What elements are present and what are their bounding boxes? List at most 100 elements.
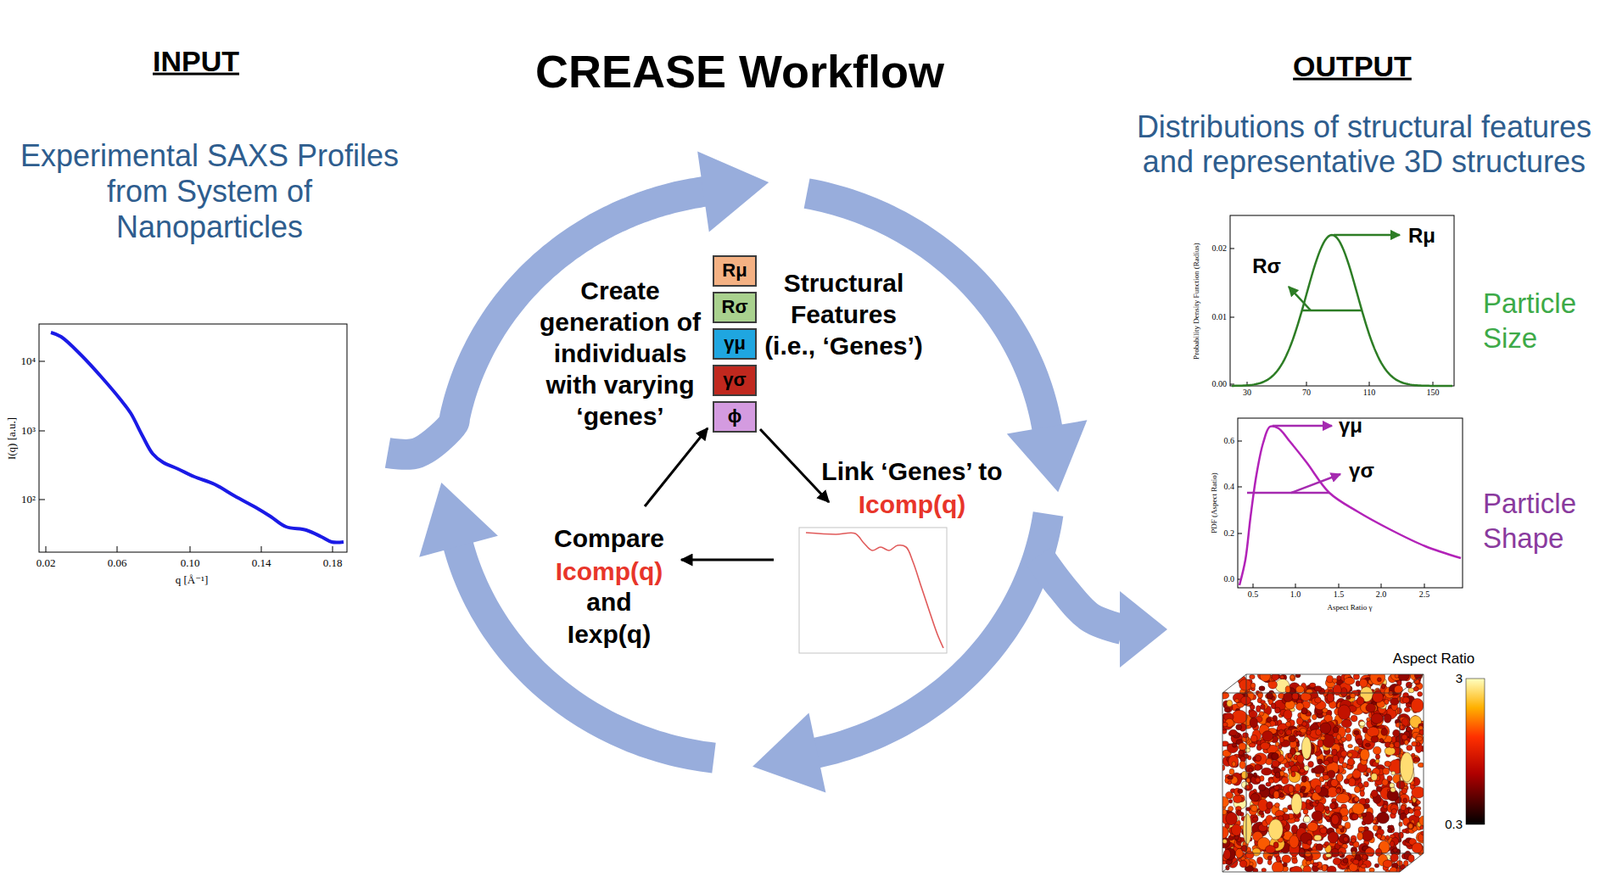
particle (1342, 836, 1349, 842)
gene-symbol: ϕ (727, 406, 743, 427)
particle (1370, 773, 1377, 782)
step-label: Create generation of individuals with va… (531, 275, 710, 432)
gene-box: Rμ (712, 255, 757, 287)
axis-title: I(q) [a.u.] (5, 417, 19, 460)
particle (1262, 731, 1274, 742)
particle (1385, 835, 1390, 840)
particle (1389, 744, 1394, 749)
tick-label: 10² (21, 492, 36, 507)
particle (1351, 813, 1359, 821)
tick-label: 0.10 (180, 556, 201, 571)
tick-mark (45, 546, 47, 553)
particle (1363, 781, 1369, 788)
particle (1413, 757, 1421, 763)
step-label: Structural Features (i.e., ‘Genes’) (762, 268, 925, 363)
particle (1314, 765, 1325, 774)
cycle-arrowhead (752, 713, 826, 794)
particle (1353, 859, 1360, 865)
particle (1271, 752, 1280, 760)
input-description: Experimental SAXS Profiles from System o… (14, 138, 405, 246)
particle (1322, 774, 1330, 780)
particle (1344, 822, 1351, 829)
particle (1401, 734, 1408, 741)
particle (1306, 799, 1311, 804)
tick-mark (332, 546, 334, 553)
box-edge (1222, 674, 1247, 694)
computed-curve (805, 532, 944, 649)
particle (1353, 746, 1360, 752)
particle (1361, 812, 1367, 817)
particle (1257, 857, 1264, 865)
particle (1410, 698, 1424, 713)
particle (1365, 798, 1370, 804)
tick-label: 2.0 (1376, 589, 1388, 600)
plot-frame (1237, 418, 1463, 588)
particle (1397, 680, 1403, 686)
mean-arrow (1272, 425, 1332, 428)
particle (1253, 772, 1257, 778)
particle (1393, 685, 1403, 694)
particle (1342, 816, 1349, 822)
parameter-label: γσ (1348, 458, 1375, 484)
particle-structure-render (1217, 669, 1485, 877)
particle (1231, 743, 1237, 748)
tick-mark (1230, 384, 1235, 386)
particle (1366, 717, 1371, 722)
gene-symbol: γμ (723, 333, 746, 354)
particle (1384, 760, 1392, 767)
particle (1267, 855, 1272, 861)
particle (1382, 767, 1390, 775)
particle (1265, 782, 1271, 787)
gene-symbol: Rσ (721, 296, 749, 318)
particle (1340, 688, 1348, 698)
particle (1311, 714, 1317, 720)
particle (1292, 858, 1298, 864)
tick-label: 110 (1363, 387, 1377, 398)
particle (1298, 848, 1305, 857)
saxs-plot (39, 324, 347, 553)
particle (1237, 788, 1243, 795)
particle (1241, 696, 1252, 705)
particle (1332, 857, 1341, 866)
particle (1381, 683, 1386, 689)
particle (1252, 816, 1259, 822)
particle (1275, 678, 1290, 693)
plot-frame (39, 324, 347, 553)
particle (1411, 741, 1417, 747)
particle (1345, 727, 1351, 733)
particle (1353, 786, 1360, 794)
particle (1290, 866, 1303, 877)
box-edge (1246, 674, 1424, 676)
particle (1301, 786, 1307, 791)
step-label: Link ‘Genes’ to (821, 456, 1002, 487)
particle (1390, 787, 1396, 793)
particle (1314, 697, 1321, 704)
particle (1345, 733, 1352, 742)
particle (1241, 771, 1248, 779)
particle (1229, 768, 1235, 775)
particle (1303, 866, 1312, 874)
particle (1314, 834, 1322, 841)
particle (1341, 719, 1352, 728)
step-arrow (644, 428, 708, 507)
particle (1236, 810, 1242, 817)
particle (1257, 691, 1263, 699)
particle (1325, 853, 1332, 858)
particle (1315, 844, 1323, 851)
particle (1415, 800, 1421, 806)
particle (1402, 697, 1410, 704)
particle (1357, 832, 1364, 841)
particle (1359, 749, 1370, 761)
particle (1399, 724, 1405, 731)
particle (1332, 727, 1338, 733)
tick-mark (1230, 248, 1235, 250)
particle (1307, 839, 1313, 845)
particle (1337, 675, 1342, 681)
particle (1260, 742, 1270, 750)
particle (1299, 780, 1311, 794)
particle (1254, 764, 1262, 771)
particle (1389, 840, 1395, 847)
thumbnail-frame (799, 527, 947, 654)
computed-profile-thumbnail (799, 527, 947, 654)
particle (1227, 781, 1232, 785)
